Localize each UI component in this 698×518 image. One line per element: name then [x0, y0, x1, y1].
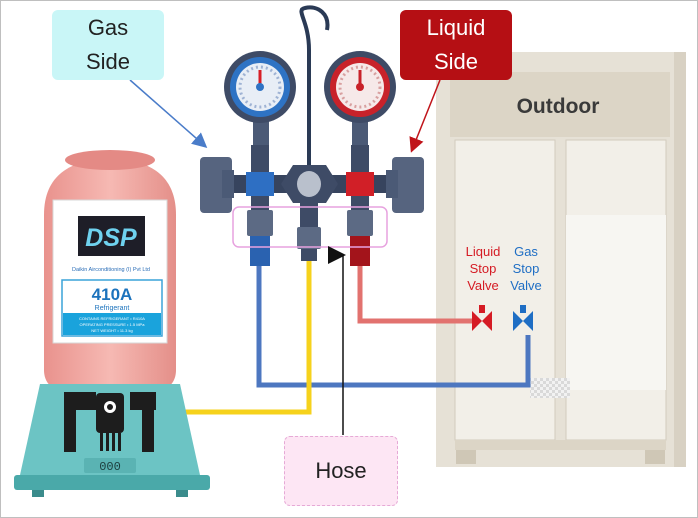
gas-side-callout: Gas Side: [52, 10, 164, 80]
liquid-valve-block: [346, 172, 374, 196]
liquid-side-callout-line1: Liquid: [426, 15, 486, 40]
gas-stop-valve-label: Gas Stop Valve: [510, 244, 542, 293]
manifold-hook: [299, 5, 330, 165]
refrigerant-cylinder: DSP Daikin Airconditioning (I) Pvt Ltd 4…: [44, 150, 176, 394]
gas-stop-valve-line1: Gas: [514, 244, 538, 259]
outdoor-unit: Outdoor: [436, 52, 686, 467]
gas-side-arrow: [129, 79, 208, 148]
service-port-block: [530, 378, 570, 398]
brand-logo-box: [78, 216, 145, 256]
gas-side-callout-line2: Side: [85, 49, 131, 74]
liquid-side-callout-line2: Side: [433, 49, 479, 74]
outdoor-unit-top-panel: [450, 72, 670, 137]
liquid-hose: [357, 262, 474, 324]
gas-side-callout-line1: Gas: [87, 15, 129, 40]
brand-logo-text: DSP: [85, 224, 137, 252]
charge-hose: [128, 248, 312, 415]
gas-stop-valve-line3: Valve: [510, 278, 542, 293]
outdoor-title: Outdoor: [517, 95, 600, 118]
label-row-3: NET WEIGHT • 11.3 kg: [91, 328, 132, 333]
gas-type-sub: Refrigerant: [95, 305, 130, 312]
company-name: Daikin Airconditioning (I) Pvt Ltd: [72, 267, 150, 273]
manifold-gauge-set: [200, 5, 424, 266]
scale-display-value: 000: [99, 460, 121, 474]
liquid-side-callout: Liquid Side: [400, 10, 512, 80]
gas-gauge-icon: [224, 51, 296, 148]
gas-type: 410A: [92, 285, 133, 304]
refrigerant-scale: 000: [14, 384, 210, 497]
gas-valve-block: [246, 172, 274, 196]
hose-connection-highlight: [232, 206, 388, 248]
liquid-side-arrow: [409, 79, 441, 153]
gas-hose: [256, 262, 531, 388]
liquid-gauge-icon: [324, 51, 396, 148]
hose-callout: Hose: [284, 436, 398, 506]
hose-callout-label: Hose: [315, 458, 367, 483]
liquid-stop-valve-line3: Valve: [467, 278, 499, 293]
liquid-stop-valve-label: Liquid Stop Valve: [466, 244, 501, 293]
liquid-stop-valve-line2: Stop: [470, 261, 497, 276]
label-row-1: CONTAINS REFRIGERANT • R410A: [79, 316, 145, 321]
gas-stop-valve-line2: Stop: [513, 261, 540, 276]
liquid-stop-valve-line1: Liquid: [466, 244, 501, 259]
liquid-stop-valve-icon[interactable]: [472, 305, 492, 331]
label-row-2: OPERATING PRESSURE • 1.5 MPa: [80, 322, 146, 327]
gas-stop-valve-icon[interactable]: [513, 305, 533, 331]
scale-display: [84, 458, 136, 473]
hoses: [128, 248, 531, 415]
liquid-side-knob-icon[interactable]: [392, 157, 424, 213]
